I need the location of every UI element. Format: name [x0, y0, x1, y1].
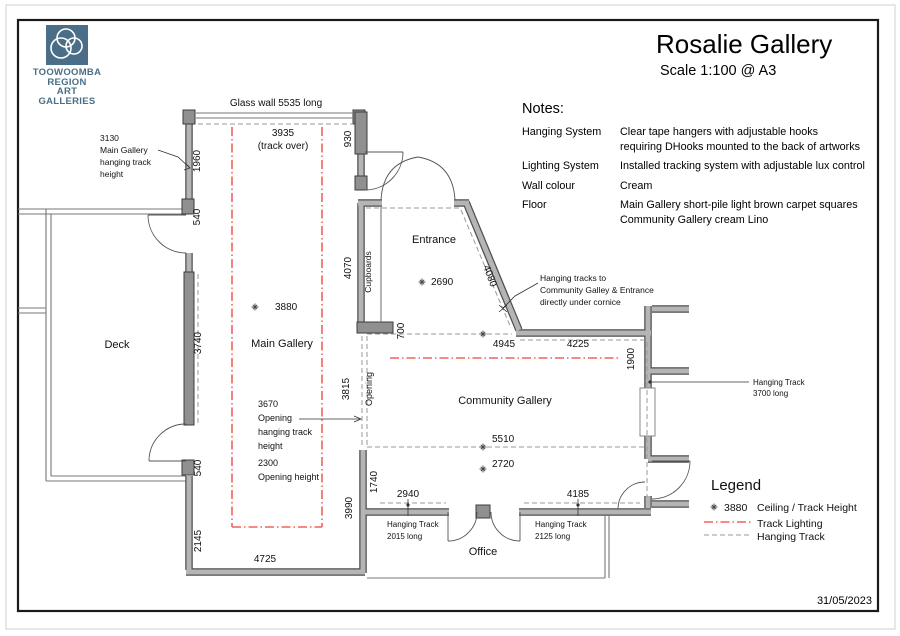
opening-label: Opening — [364, 372, 374, 406]
annotation-opening-track: 3670 Opening hanging track height — [258, 399, 313, 451]
annotation-track-height: 3130 Main Gallery hanging track height — [100, 133, 152, 179]
office-walls — [367, 515, 610, 579]
dim-700: 700 — [396, 322, 407, 339]
cupboards-label: Cupboards — [363, 251, 373, 293]
height-marker-5510 — [479, 443, 487, 451]
leader-lines — [157, 149, 749, 516]
room-office: Office — [469, 546, 498, 558]
annotation-line: Hanging Track — [753, 378, 806, 387]
annotation-line: 3700 long — [753, 389, 788, 398]
page-margin-border — [5, 4, 896, 630]
annotation-line: 2015 long — [387, 532, 422, 541]
annotation-line: Community Galley & Entrance — [540, 285, 654, 295]
annotation-line: height — [258, 441, 283, 451]
legend-heading: Legend — [711, 477, 761, 494]
room-entrance: Entrance — [412, 234, 456, 246]
dim-2145: 2145 — [193, 529, 204, 552]
annotation-ht2125: Hanging Track 2125 long — [535, 520, 588, 541]
annotation-opening-height: 2300 Opening height — [258, 458, 320, 482]
annotation-line: Main Gallery — [100, 145, 148, 155]
dim-3815: 3815 — [341, 377, 352, 400]
deck-walls — [18, 208, 186, 482]
annotation-line: Hanging Track — [387, 520, 440, 529]
height-marker-4945 — [479, 330, 487, 338]
glass-wall-label: Glass wall 5535 long — [230, 98, 322, 109]
track-lighting-lines — [231, 127, 618, 528]
wall-pillars — [181, 109, 491, 519]
legend-height-label: Ceiling / Track Height — [757, 502, 857, 514]
legend-track-lighting-label: Track Lighting — [757, 518, 823, 530]
annotation-line: Opening height — [258, 472, 320, 482]
dim-4185: 4185 — [567, 489, 590, 500]
dim-4945: 4945 — [493, 339, 516, 350]
height-2690: 2690 — [431, 277, 454, 288]
legend-height-marker — [710, 503, 718, 511]
annotation-line: 3130 — [100, 133, 119, 143]
height-5510: 5510 — [492, 434, 515, 445]
annotation-line: height — [100, 169, 124, 179]
annotation-line: 2300 — [258, 458, 278, 468]
annotation-cornice: Hanging tracks to Community Galley & Ent… — [540, 273, 654, 307]
height-marker-entrance — [418, 278, 426, 286]
legend-height-value: 3880 — [724, 502, 748, 514]
dim-4070: 4070 — [343, 256, 354, 279]
dim-1960: 1960 — [192, 149, 203, 172]
room-community-gallery: Community Gallery — [458, 395, 552, 407]
dim-3935: 3935 — [272, 128, 295, 139]
annotation-ht2015: Hanging Track 2015 long — [387, 520, 440, 541]
dim-930: 930 — [343, 130, 354, 147]
annotation-ht3700: Hanging Track 3700 long — [753, 378, 806, 398]
dim-540-top: 540 — [192, 208, 203, 225]
dim-540-bottom: 540 — [193, 459, 204, 476]
room-deck: Deck — [104, 339, 130, 351]
track-over-note: (track over) — [258, 141, 309, 152]
dim-1740: 1740 — [369, 470, 380, 493]
dim-2940: 2940 — [397, 489, 420, 500]
dim-3990: 3990 — [344, 496, 355, 519]
community-window — [639, 387, 656, 437]
annotation-line: 2125 long — [535, 532, 570, 541]
dim-4725: 4725 — [254, 554, 277, 565]
annotation-line: hanging track — [100, 157, 152, 167]
dim-4225: 4225 — [567, 339, 590, 350]
annotation-line: Hanging tracks to — [540, 273, 606, 283]
height-3880: 3880 — [275, 302, 298, 313]
height-marker-2720 — [479, 465, 487, 473]
annotation-line: hanging track — [258, 427, 313, 437]
dim-1900: 1900 — [626, 347, 637, 370]
legend: Legend 3880 Ceiling / Track Height Track… — [704, 477, 857, 543]
glass-wall — [196, 112, 354, 119]
annotation-line: Hanging Track — [535, 520, 588, 529]
drawing-border — [16, 18, 880, 613]
doors — [147, 151, 691, 542]
annotation-line: 3670 — [258, 399, 278, 409]
height-2720: 2720 — [492, 459, 515, 470]
height-marker-main — [251, 303, 259, 311]
annotation-line: Opening — [258, 413, 292, 423]
annotation-line: directly under cornice — [540, 297, 621, 307]
room-main-gallery: Main Gallery — [251, 338, 313, 350]
legend-hanging-track-label: Hanging Track — [757, 531, 825, 543]
dim-3740: 3740 — [193, 331, 204, 354]
